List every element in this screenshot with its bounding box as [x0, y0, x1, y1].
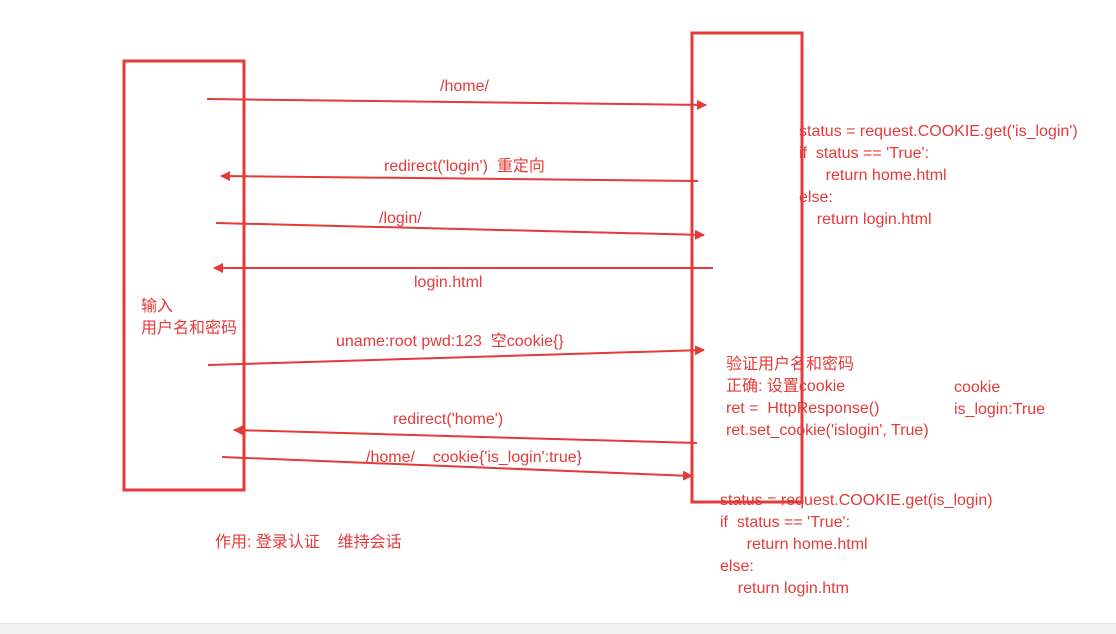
- arrow-redirect-home: [233, 425, 698, 444]
- arrow-request-login: [215, 222, 705, 240]
- arrow-post-credentials: [207, 345, 705, 366]
- label-redirect-login: redirect('login') 重定向: [384, 158, 545, 175]
- client-box: [122, 59, 246, 492]
- server-logic-second: status = request.COOKIE.get(is_login) if…: [720, 492, 993, 597]
- label-post-credentials: uname:root pwd:123 空cookie{}: [336, 333, 564, 350]
- label-request-login: /login/: [379, 210, 422, 227]
- server-logic-first: status = request.COOKIE.get('is_login') …: [799, 123, 1078, 228]
- client-note: 输入 用户名和密码: [141, 298, 238, 337]
- purpose-note: 作用: 登录认证 维持会话: [215, 534, 402, 551]
- label-login-html: login.html: [414, 274, 483, 291]
- arrow-redirect-login: [220, 171, 699, 182]
- cookie-note: cookie is_login:True: [954, 379, 1046, 418]
- label-redirect-home: redirect('home'): [393, 411, 504, 428]
- label-request-home-cookie: /home/ cookie{'is_login':true}: [366, 449, 583, 466]
- label-request-home: /home/: [440, 78, 489, 95]
- arrow-request-home-cookie: [221, 456, 693, 481]
- server-verify-credentials: 验证用户名和密码 正确: 设置cookie ret = HttpResponse…: [726, 356, 929, 439]
- arrow-request-home: [206, 98, 707, 110]
- bottom-scrollbar-strip: [0, 623, 1116, 634]
